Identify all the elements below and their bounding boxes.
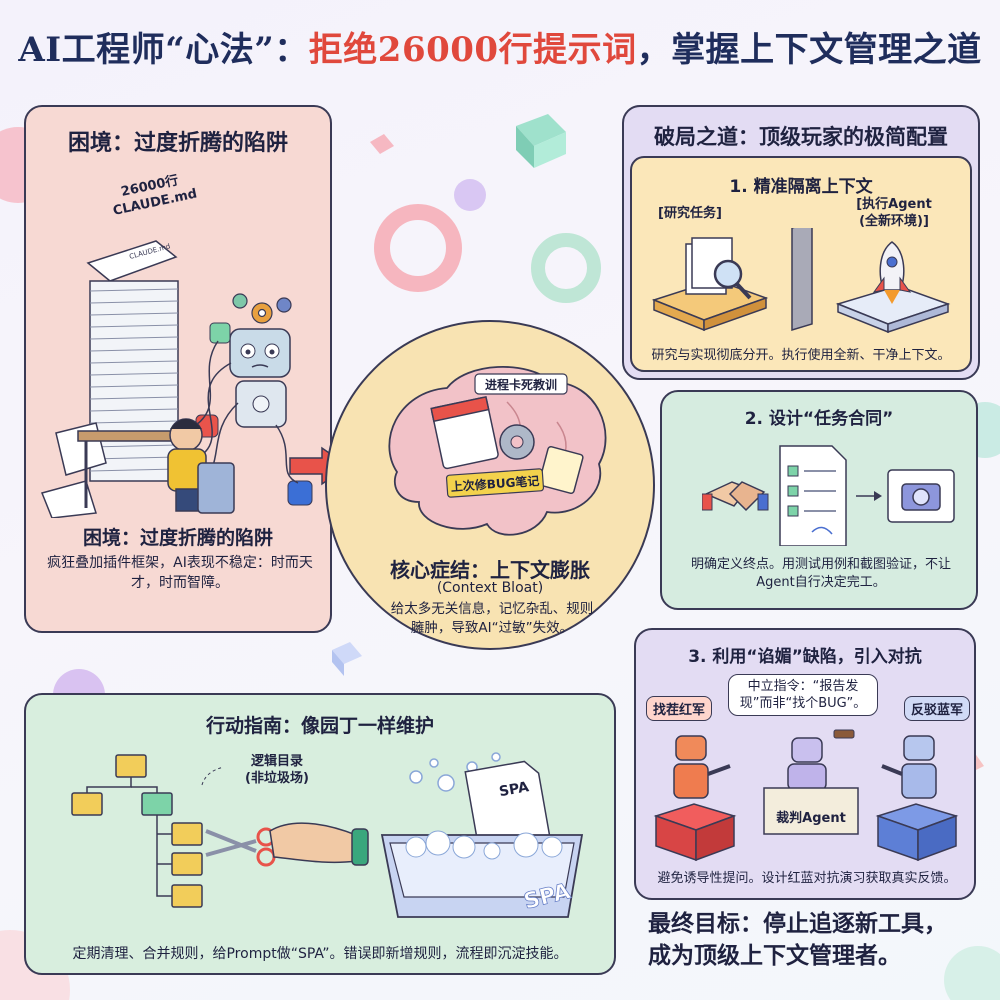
dilemma-subheading: 困境：过度折腾的陷阱 [82,527,273,549]
gear-icon [232,293,292,324]
logic-label-line2: (非垃圾场) [245,771,309,786]
adversarial-description: 避免诱导性提问。设计红蓝对抗演习获取真实反馈。 [657,871,957,886]
core-heading: 核心症结：上下文膨胀 [390,558,590,582]
core-subheading: (Context Bloat) [436,580,544,596]
robot-icon [229,328,291,428]
plugin-icon [287,480,313,506]
dilemma-heading: 困境：过度折腾的陷阱 [67,131,288,156]
judge-label: 裁判Agent [776,810,846,826]
hand-icon [269,822,357,864]
note-top: 进程卡死教训 [485,377,557,392]
dilemma-description: 疯狂叠加插件框架，AI表现不稳定：时而天才，时而智障。 [47,555,313,591]
isolate-description: 研究与实现彻底分开。执行使用全新、干净上下文。 [651,348,951,363]
folder-tree-icon [71,754,203,908]
exec-label: [执行Agent (全新环境)] [844,196,944,230]
contract-illustration [702,445,955,546]
breakthrough-heading: 破局之道：顶级玩家的极简配置 [654,125,948,149]
blue-team-label: 反驳蓝军 [904,696,971,721]
neutral-instruction-bubble: 中立指令：“报告发现”而非“找个BUG”。 [728,674,878,716]
action-guide-panel: 行动指南：像园丁一样维护 逻辑目录 (非垃圾场) [24,693,616,975]
gear-icon [499,424,535,460]
brain-illustration: 进程卡死教训 上次修BUG笔记 [388,366,607,536]
adversarial-illustration: 裁判Agent [653,729,959,861]
logic-label-line1: 逻辑目录 [250,754,303,769]
final-goal-line2: 成为顶级上下文管理者。 [648,943,901,969]
folder-pruning-illustration [71,754,369,908]
final-goal-line1: 最终目标：停止追逐新工具， [648,911,947,937]
note-icon [538,445,584,495]
bathtub-icon [380,830,584,918]
handshake-icon [702,481,769,512]
logic-dir-label: 逻辑目录 (非垃圾场) [222,753,332,787]
isolate-context-panel: 1. 精准隔离上下文 [研究任务] [执行Agent (全新环境)] 研究与实现… [630,156,972,372]
blue-robot-icon [875,735,959,861]
red-team-label: 找茬红军 [646,696,713,721]
scissors-icon [205,827,276,867]
stressed-person-icon [167,418,235,514]
gavel-icon [833,729,855,739]
core-description: 给太多无关信息，记忆杂乱、规则臃肿，导致AI“过敏”失效。 [390,601,594,636]
note-bottom: 上次修BUG笔记 [450,473,540,494]
red-robot-icon [653,735,737,861]
isolation-illustration [651,228,951,334]
dilemma-panel: 困境：过度折腾的陷阱 26000行 CLAUDE.md CLAUDE.md [24,105,332,633]
divider-wall-icon [791,228,813,332]
judge-robot-icon [763,729,859,835]
title-highlight: 拒绝26000行提示词 [308,30,637,70]
guide-heading: 行动指南：像园丁一样维护 [205,715,434,737]
title-part1: AI工程师“心法”： [18,30,309,70]
contract-description: 明确定义终点。用测试用例和截图验证，不让Agent自行决定完工。 [690,557,951,590]
adversarial-heading: 3. 利用“谄媚”缺陷，引入对抗 [688,647,922,667]
spa-doc-tag: SPA [498,779,530,800]
contract-heading: 2. 设计“任务合同” [744,409,894,429]
rocket-icon [872,241,912,304]
magnifier-icon [713,259,743,289]
final-goal: 最终目标：停止追逐新工具， 成为顶级上下文管理者。 [648,908,988,972]
task-contract-panel: 2. 设计“任务合同” 明确定义终点。用测试用例和截图验证，不让A [660,390,978,610]
core-symptom-circle: 进程卡死教训 上次修BUG笔记 核心症结：上下文膨胀 (Context Bloa… [325,320,655,650]
adversarial-panel: 3. 利用“谄媚”缺陷，引入对抗 中立指令：“报告发现”而非“找个BUG”。 找… [634,628,976,900]
guide-description: 定期清理、合并规则，给Prompt做“SPA”。错误即新增规则，流程即沉淀技能。 [72,946,568,962]
prompt-spa-illustration: SPA SPA [380,752,584,918]
arrow-right-icon [856,491,882,501]
page-title: AI工程师“心法”：拒绝26000行提示词，掌握上下文管理之道 [0,22,1000,71]
document-stack-icon [40,240,179,518]
exec-label-line1: [执行Agent [856,197,932,212]
exec-label-line2: (全新环境)] [859,214,929,229]
overwhelmed-developer-illustration: 26000行 CLAUDE.md CLAUDE.md [40,172,313,518]
checklist-document-icon [779,445,847,546]
screenshot-camera-icon [887,469,955,523]
isolate-heading: 1. 精准隔离上下文 [729,177,873,197]
research-label: [研究任务] [658,206,722,221]
plugin-icon [209,322,231,344]
title-part2: ，掌握上下文管理之道 [636,30,982,70]
